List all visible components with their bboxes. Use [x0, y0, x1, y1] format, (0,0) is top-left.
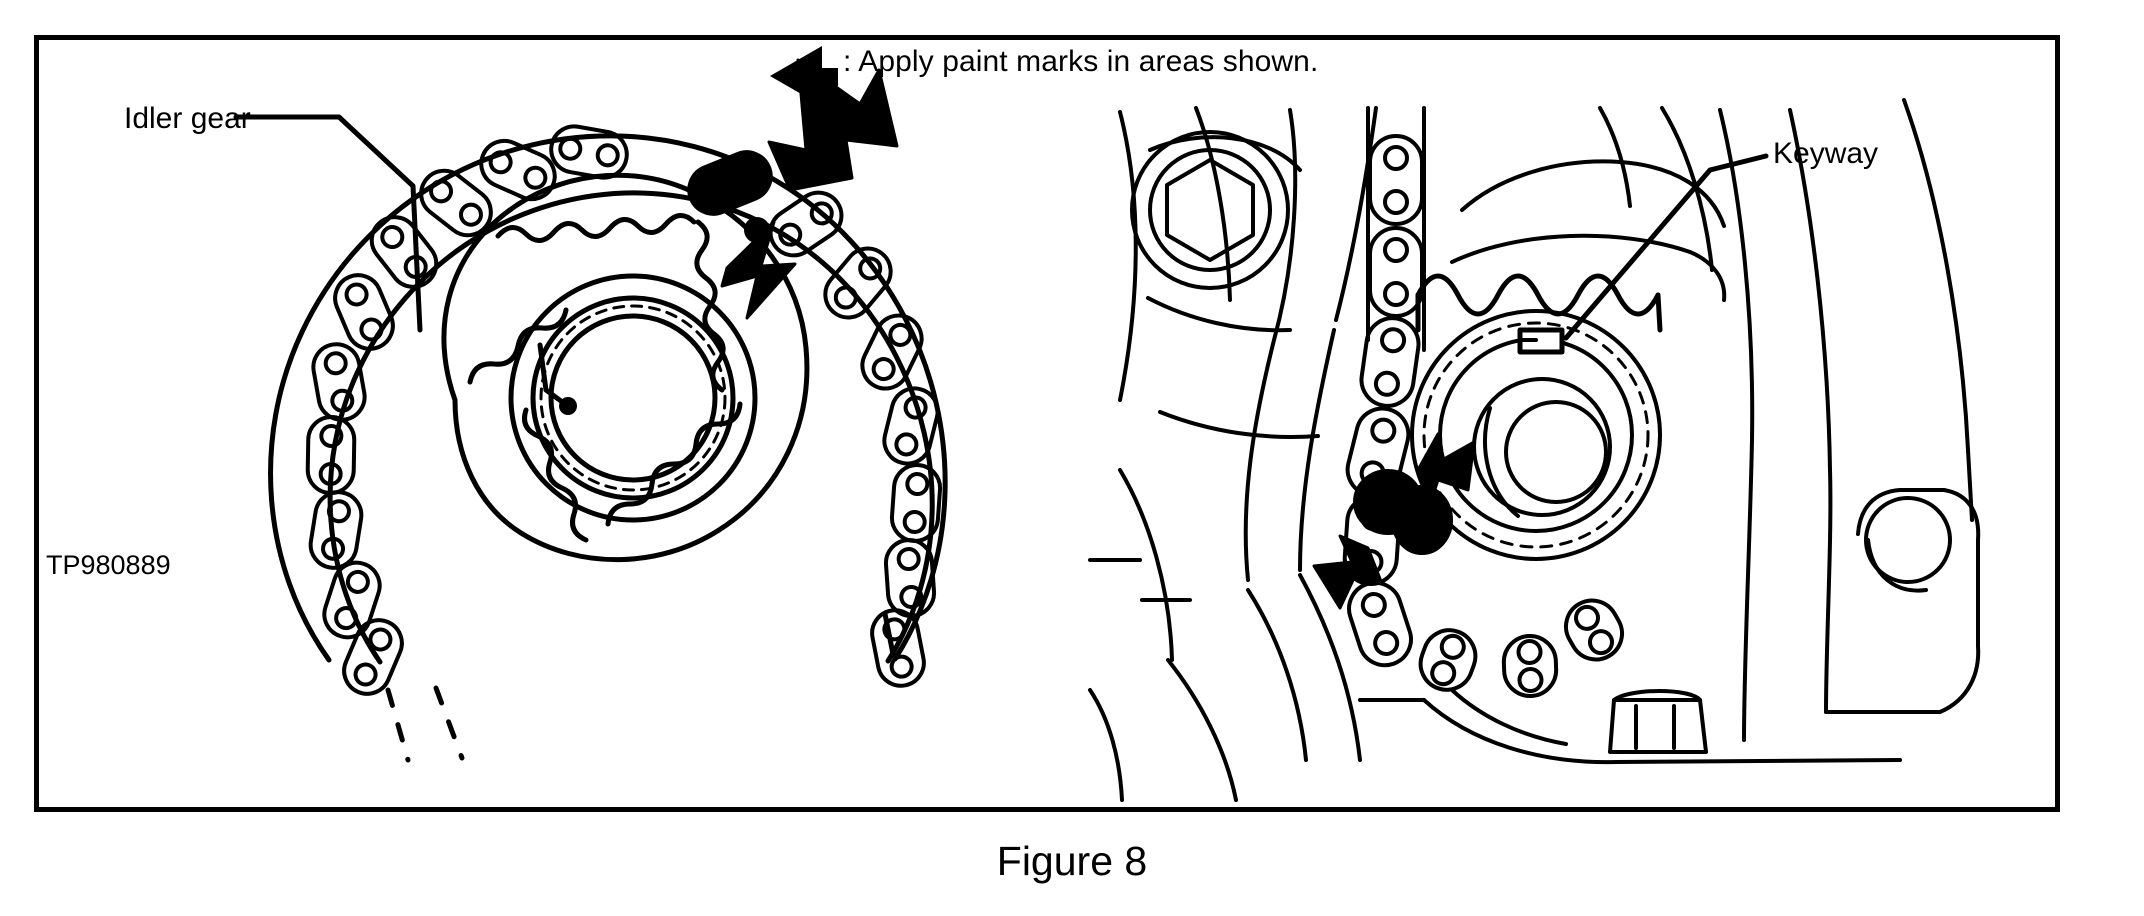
idler-gear-label: Idler gear: [124, 102, 251, 135]
part-number-label: TP980889: [46, 550, 171, 580]
figure-caption: Figure 8: [996, 838, 1148, 884]
figure-border: [34, 35, 2060, 812]
legend-text: : Apply paint marks in areas shown.: [843, 45, 1319, 78]
keyway-label: Keyway: [1773, 137, 1879, 170]
